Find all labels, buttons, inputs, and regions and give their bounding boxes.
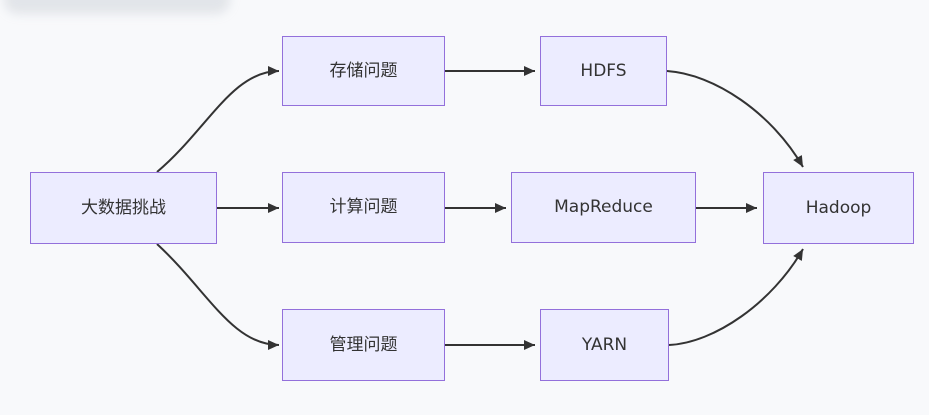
- node-hdfs-label: HDFS: [580, 60, 627, 81]
- edge-yarn-hadoop: [668, 248, 804, 346]
- node-hadoop-label: Hadoop: [805, 197, 872, 218]
- node-hadoop: Hadoop: [763, 172, 914, 244]
- node-challenge: 大数据挑战: [30, 172, 217, 244]
- node-compute-label: 计算问题: [329, 197, 398, 217]
- node-storage: 存储问题: [282, 36, 445, 106]
- node-mapreduce: MapReduce: [511, 172, 696, 243]
- node-manage: 管理问题: [282, 309, 445, 381]
- node-manage-label: 管理问题: [329, 334, 398, 355]
- edge-challenge-manage: [156, 243, 280, 350]
- node-hdfs: HDFS: [540, 36, 667, 106]
- edge-hdfs-hadoop: [666, 70, 804, 168]
- node-storage-label: 存储问题: [329, 60, 398, 81]
- node-mapreduce-label: MapReduce: [554, 197, 653, 217]
- node-challenge-label: 大数据挑战: [81, 197, 166, 218]
- edge-challenge-storage: [156, 66, 280, 173]
- node-yarn: YARN: [540, 309, 669, 381]
- node-compute: 计算问题: [282, 172, 445, 243]
- node-yarn-label: YARN: [581, 334, 628, 355]
